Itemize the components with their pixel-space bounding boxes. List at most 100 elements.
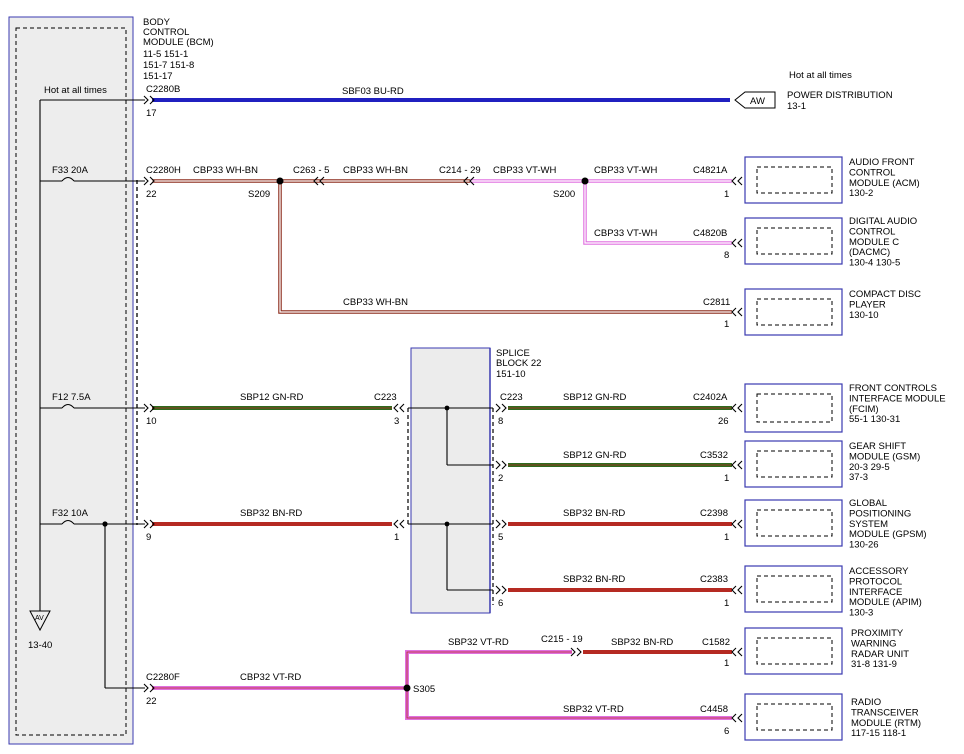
module-apim-label: MODULE (APIM) — [849, 597, 922, 608]
pin-cd: 1 — [724, 319, 729, 330]
pin-10: 10 — [146, 416, 157, 427]
bcm-ref-1: 11-5 151-1 — [143, 49, 188, 60]
pin-dacmc: 8 — [724, 250, 729, 261]
power-distribution-ref: 13-1 — [787, 101, 806, 112]
ground-av-icon: AV — [29, 600, 51, 632]
pin-acm: 1 — [724, 189, 729, 200]
hot-at-all-times-left: Hot at all times — [44, 85, 107, 96]
bcm-ref-2: 151-7 151-8 — [143, 60, 194, 71]
module-gsm-label: 37-3 — [849, 472, 868, 483]
module-apim-label: 130-3 — [849, 608, 873, 619]
fuse-f32-label: F32 10A — [52, 508, 89, 519]
circuit-sbp32-vtrd: SBP32 VT-RD — [448, 637, 509, 648]
connector-c2280h: C2280H — [146, 165, 181, 176]
module-cd-label: PLAYER — [849, 299, 886, 310]
module-acm-label: MODULE (ACM) — [849, 178, 920, 189]
sbp32-wiring — [152, 522, 732, 592]
audio-wiring — [152, 179, 732, 314]
circuit-cbp33-4: CBP33 VT-WH — [594, 165, 657, 176]
pin-3: 3 — [394, 416, 399, 427]
connector-arrows — [143, 95, 743, 723]
bcm-module: BODY CONTROL MODULE (BCM) 11-5 151-1 151… — [8, 16, 214, 745]
module-apim-label: INTERFACE — [849, 587, 902, 598]
sbp12-wiring — [152, 406, 732, 467]
splice-block-title-1: SPLICE — [496, 348, 530, 359]
module-rtm-label: MODULE (RTM) — [851, 718, 921, 729]
module-gpsm-label: 130-26 — [849, 540, 879, 551]
module-gpsm-label: MODULE (GPSM) — [849, 529, 927, 540]
connector-arrow-icon — [731, 519, 743, 529]
pin-2: 2 — [498, 473, 503, 484]
module-fcim-label: FRONT CONTROLS — [849, 383, 937, 394]
pin-fcim: 26 — [718, 416, 729, 427]
module-dacmc-label: DIGITAL AUDIO — [849, 216, 917, 227]
module-radar-label: PROXIMITY — [851, 628, 904, 639]
bcm-title-2: CONTROL — [143, 27, 189, 38]
connector-arrow-icon — [143, 683, 155, 693]
module-cd-label: COMPACT DISC — [849, 289, 921, 300]
circuit-cbp33-1: CBP33 WH-BN — [193, 165, 258, 176]
module-rtm-label: TRANSCEIVER — [851, 707, 919, 718]
module-apim-label: ACCESSORY — [849, 566, 909, 577]
splice-s200-dot — [581, 177, 589, 185]
circuit-sbp32-main: SBP32 BN-RD — [240, 508, 302, 519]
bcm-splice-dot — [102, 521, 108, 527]
module-gpsm-label: GLOBAL — [849, 498, 887, 509]
connector-arrow-icon — [313, 176, 325, 186]
module-dacmc-label: (DACMC) — [849, 247, 890, 258]
splice-s305-dot — [403, 684, 411, 692]
pin-5: 5 — [498, 532, 503, 543]
pin-6: 6 — [498, 598, 503, 609]
connector-c2811: C2811 — [703, 297, 730, 308]
splice-s209: S209 — [248, 189, 270, 200]
module-acm-label: CONTROL — [849, 167, 895, 178]
pin-22-h: 22 — [146, 189, 157, 200]
pin-radar: 1 — [724, 658, 729, 669]
connector-arrow-icon — [393, 403, 405, 413]
connector-arrow-icon — [143, 176, 155, 186]
connector-c215: C215 - 19 — [541, 634, 583, 645]
connector-arrow-icon — [143, 95, 155, 105]
connector-c4820b: C4820B — [693, 228, 727, 239]
fuse-f12-label: F12 7.5A — [52, 392, 91, 403]
circuit-sbp12-main: SBP12 GN-RD — [240, 392, 303, 403]
connector-arrow-icon — [495, 460, 507, 470]
circuit-sbp32-apim: SBP32 BN-RD — [563, 574, 625, 585]
pin-1: 1 — [394, 532, 399, 543]
module-radar-label: WARNING — [851, 638, 897, 649]
connector-arrow-icon — [731, 460, 743, 470]
connector-arrow-icon — [393, 519, 405, 529]
pin-gsm: 1 — [724, 473, 729, 484]
circuit-sbp32-bnrd: SBP32 BN-RD — [611, 637, 673, 648]
pin-22-f: 22 — [146, 696, 157, 707]
module-gsm-label: MODULE (GSM) — [849, 451, 920, 462]
connector-arrow-icon — [731, 403, 743, 413]
connector-c2402a: C2402A — [693, 392, 728, 403]
splice-block-ref: 151-10 — [496, 369, 526, 380]
module-dacmc-label: CONTROL — [849, 226, 895, 237]
connector-c4821a: C4821A — [693, 165, 728, 176]
connector-arrow-icon — [731, 238, 743, 248]
module-dacmc-label: 130-4 130-5 — [849, 258, 900, 269]
bcm-internal-wiring — [39, 99, 145, 689]
circuit-cbp33-2: CBP33 WH-BN — [343, 165, 408, 176]
connector-c1582: C1582 — [702, 637, 730, 648]
radar-wiring — [152, 650, 732, 720]
hot-at-all-times-right: Hot at all times — [789, 70, 852, 81]
connector-arrow-icon — [495, 519, 507, 529]
module-fcim-label: INTERFACE MODULE — [849, 393, 946, 404]
connector-c223-right: C223 — [500, 392, 523, 403]
ground-ref: 13-40 — [28, 640, 52, 651]
connector-c214: C214 - 29 — [439, 165, 481, 176]
module-acm-label: 130-2 — [849, 188, 873, 199]
circuit-sbp32-gpsm: SBP32 BN-RD — [563, 508, 625, 519]
pin-gpsm: 1 — [724, 532, 729, 543]
pin-8: 8 — [498, 416, 503, 427]
